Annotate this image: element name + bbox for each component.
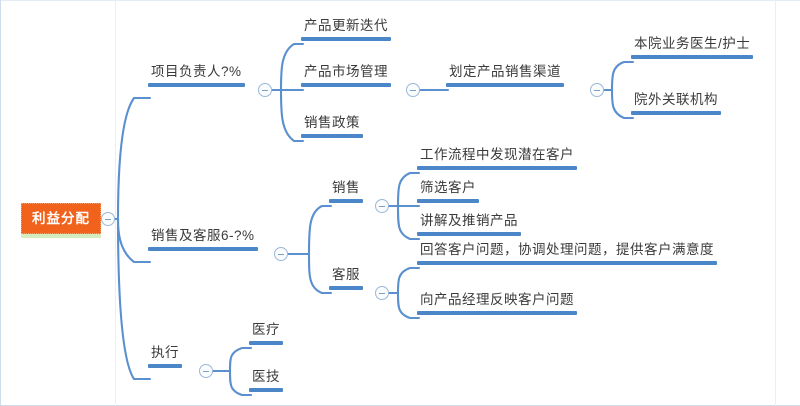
node-root-underline <box>21 234 101 238</box>
node-answer-customer-questions-underline <box>417 261 717 265</box>
node-external-affiliated-institutions-label: 院外关联机构 <box>634 92 718 107</box>
node-sales-and-service-underline <box>148 247 258 251</box>
node-root-label: 利益分配 <box>21 203 101 234</box>
node-product-market-management-underline <box>301 83 391 87</box>
node-explain-and-promote-products-label: 讲解及推销产品 <box>420 213 518 228</box>
canvas-guide-line-left <box>115 0 116 406</box>
node-product-update-iteration-underline <box>301 37 391 41</box>
node-answer-customer-questions[interactable]: 回答客户问题，协调处理问题，提供客户满意度 <box>417 240 717 265</box>
node-define-sales-channel[interactable]: 划定产品销售渠道 <box>446 62 564 87</box>
node-medical-technology-underline <box>249 388 283 392</box>
node-medical-technology[interactable]: 医技 <box>249 367 283 392</box>
node-customer-service[interactable]: 客服 <box>329 265 363 290</box>
node-in-hospital-doctors-nurses-underline <box>631 55 754 59</box>
node-find-potential-customers[interactable]: 工作流程中发现潜在客户 <box>417 145 577 170</box>
node-product-market-management-label: 产品市场管理 <box>304 64 388 79</box>
node-external-affiliated-institutions-underline <box>631 111 721 115</box>
collapse-toggle-customer-service[interactable] <box>375 286 389 300</box>
collapse-toggle-define-sales-channel[interactable] <box>590 83 604 97</box>
node-sales-and-service-label: 销售及客服6-?% <box>151 228 255 243</box>
node-sales-label: 销售 <box>332 180 360 195</box>
node-screen-customers-underline <box>417 199 479 203</box>
node-screen-customers-label: 筛选客户 <box>420 180 476 195</box>
node-screen-customers[interactable]: 筛选客户 <box>417 178 479 203</box>
canvas-frame-left <box>0 0 1 406</box>
collapse-toggle-sales[interactable] <box>375 199 389 213</box>
node-explain-and-promote-products-underline <box>417 232 521 236</box>
node-sales-and-service[interactable]: 销售及客服6-?% <box>148 226 258 251</box>
node-answer-customer-questions-label: 回答客户问题，协调处理问题，提供客户满意度 <box>420 242 714 257</box>
node-medical-technology-label: 医技 <box>252 369 280 384</box>
node-execution-label: 执行 <box>151 345 179 360</box>
node-medical-care[interactable]: 医疗 <box>249 320 283 345</box>
node-report-issues-to-pm-underline <box>417 311 577 315</box>
node-define-sales-channel-label: 划定产品销售渠道 <box>449 64 561 79</box>
collapse-toggle-execution[interactable] <box>199 364 213 378</box>
node-project-owner-label: 项目负责人?% <box>151 64 242 79</box>
collapse-toggle-root[interactable] <box>101 212 115 226</box>
node-find-potential-customers-label: 工作流程中发现潜在客户 <box>420 147 574 162</box>
node-sales-policy[interactable]: 销售政策 <box>301 113 363 138</box>
node-external-affiliated-institutions[interactable]: 院外关联机构 <box>631 90 721 115</box>
collapse-toggle-product-market-management[interactable] <box>406 83 420 97</box>
collapse-toggle-project-owner[interactable] <box>258 83 272 97</box>
node-sales-policy-underline <box>301 134 363 138</box>
node-medical-care-label: 医疗 <box>252 322 280 337</box>
node-sales-underline <box>329 199 363 203</box>
node-root[interactable]: 利益分配 <box>21 203 101 238</box>
node-report-issues-to-pm[interactable]: 向产品经理反映客户问题 <box>417 290 577 315</box>
node-product-market-management[interactable]: 产品市场管理 <box>301 62 391 87</box>
canvas-frame-top <box>0 0 800 1</box>
node-report-issues-to-pm-label: 向产品经理反映客户问题 <box>420 292 574 307</box>
canvas-guide-line-right <box>775 0 776 406</box>
node-define-sales-channel-underline <box>446 83 564 87</box>
node-explain-and-promote-products[interactable]: 讲解及推销产品 <box>417 211 521 236</box>
node-in-hospital-doctors-nurses[interactable]: 本院业务医生/护士 <box>631 34 754 59</box>
node-product-update-iteration-label: 产品更新迭代 <box>304 18 388 33</box>
node-project-owner-underline <box>148 83 245 87</box>
node-project-owner[interactable]: 项目负责人?% <box>148 62 245 87</box>
node-product-update-iteration[interactable]: 产品更新迭代 <box>301 16 391 41</box>
node-in-hospital-doctors-nurses-label: 本院业务医生/护士 <box>634 36 751 51</box>
node-customer-service-underline <box>329 286 363 290</box>
node-find-potential-customers-underline <box>417 166 577 170</box>
collapse-toggle-sales-and-service[interactable] <box>274 247 288 261</box>
node-sales[interactable]: 销售 <box>329 178 363 203</box>
node-medical-care-underline <box>249 341 283 345</box>
node-execution-underline <box>148 364 182 368</box>
node-execution[interactable]: 执行 <box>148 343 182 368</box>
node-sales-policy-label: 销售政策 <box>304 115 360 130</box>
node-customer-service-label: 客服 <box>332 267 360 282</box>
